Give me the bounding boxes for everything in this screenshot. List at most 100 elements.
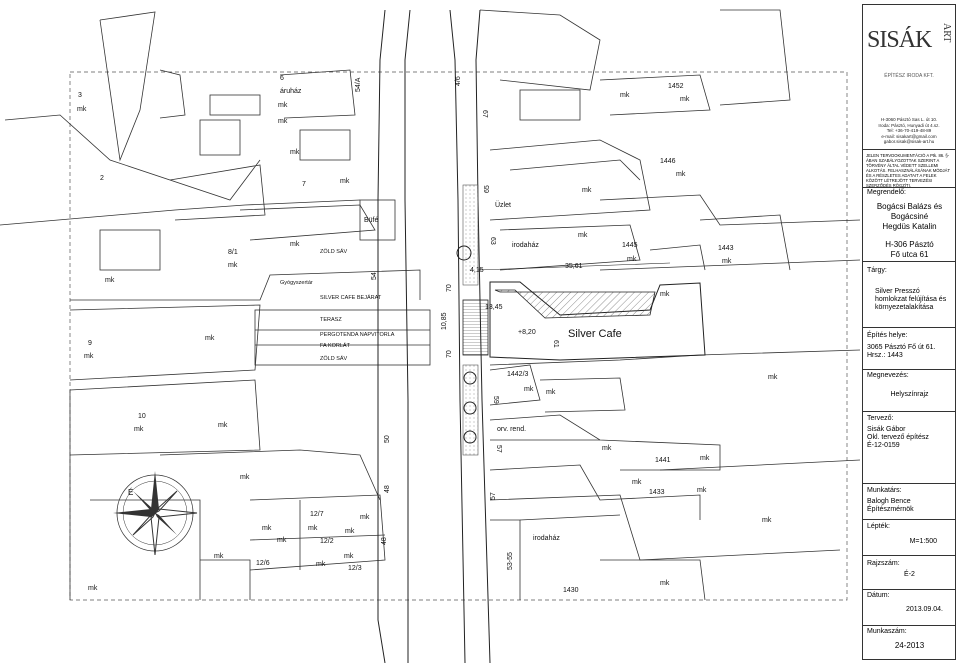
- label-mk: mk: [316, 561, 326, 568]
- label-mk: mk: [290, 241, 300, 248]
- label-65: 65: [484, 185, 491, 193]
- megrendelo-name: Bogácsi Balázs és Bogácsiné Hegdüs Katal…: [867, 202, 952, 232]
- label-mk: mk: [360, 514, 370, 521]
- label-irodahaz: irodaház: [533, 535, 560, 542]
- label-67: 67: [481, 110, 488, 118]
- label-mk: mk: [660, 580, 670, 587]
- label-6: 6: [280, 75, 284, 82]
- label-mk: mk: [105, 277, 115, 284]
- label-1445: 1445: [622, 242, 638, 249]
- label-mk: mk: [620, 92, 630, 99]
- tervezo-line: É-12-0159: [867, 442, 900, 449]
- targy-line: környezetalakítása: [875, 304, 934, 311]
- munkatars-label: Munkatárs:: [867, 487, 902, 494]
- label-bufe: Büfé: [364, 217, 379, 224]
- label-mk: mk: [697, 487, 707, 494]
- targy-text: Silver Presszó homlokzat felújítása és k…: [875, 288, 946, 312]
- label-1430: 1430: [563, 587, 579, 594]
- label-53-55: 53-55: [507, 552, 514, 570]
- label-50: 50: [384, 435, 391, 443]
- megnevezes-text: Helyszínrajz: [890, 391, 929, 398]
- logo-side: ART: [941, 23, 952, 43]
- lepek-section: Lépték: M=1:500: [863, 519, 955, 555]
- label-mk: mk: [340, 178, 350, 185]
- targy-line: homlokzat felújítása és: [875, 296, 947, 303]
- contact-block: H-3060 Pásztó Sas L. út 10. Iroda: Pászt…: [865, 117, 953, 145]
- label-mk: mk: [345, 528, 355, 535]
- megrendelo-address: H-306 Pásztó Fő utca 61: [867, 240, 952, 260]
- label-dim-415: 4,15: [470, 267, 484, 274]
- label-63: 63: [489, 237, 496, 245]
- label-mk: mk: [602, 445, 612, 452]
- rajzszam-label: Rajzszám:: [867, 560, 900, 567]
- munkaszam-value: 24-2013: [894, 641, 925, 650]
- label-terasz: TERASZ: [320, 317, 342, 323]
- label-dim-3561: 35,61: [565, 263, 583, 270]
- label-1441: 1441: [655, 457, 671, 464]
- label-2: 2: [100, 175, 104, 182]
- label-1433: 1433: [649, 489, 665, 496]
- label-59: 59: [492, 396, 499, 404]
- label-7: 7: [302, 181, 306, 188]
- label-54a: 54/A: [355, 77, 362, 92]
- label-mk: mk: [524, 386, 534, 393]
- munkaszam-label: Munkaszám:: [867, 628, 907, 635]
- title-block: SISÁK ART ÉPÍTÉSZ IRODA KFT. H-3060 Pász…: [862, 4, 956, 660]
- label-mk: mk: [240, 474, 250, 481]
- label-mk: mk: [308, 525, 318, 532]
- contact-line: Tel: +36-70-419-48-89: [886, 128, 932, 133]
- logo-sub: ÉPÍTÉSZ IRODA KFT.: [884, 73, 934, 79]
- contact-line: Iroda: Pásztó, Hunyadi út 4.sz.: [878, 122, 940, 128]
- address-line: Fő utca 61: [890, 250, 929, 259]
- munkatars-line: Balogh Bence: [867, 498, 911, 505]
- label-54: 54: [371, 272, 378, 280]
- datum-label: Dátum:: [867, 592, 890, 599]
- label-48: 48: [381, 537, 388, 545]
- megrendelo-section: Megrendelő: Bogácsi Balázs és Bogácsiné …: [863, 187, 955, 261]
- tervezo-line: Okl. tervező építész: [867, 434, 929, 441]
- label-mk: mk: [277, 537, 287, 544]
- label-mk: mk: [134, 426, 144, 433]
- label-4-6: 4/6: [455, 76, 462, 86]
- label-dim-820: +8,20: [518, 329, 536, 336]
- label-fa-korlat: FA KORLÁT: [320, 342, 351, 349]
- label-dim-1085: 10,85: [441, 312, 448, 330]
- label-70: 70: [446, 284, 453, 292]
- label-12-6: 12/6: [256, 560, 270, 567]
- copyright-notice: JELEN TERVDOKUMENTÁCIÓ A Ptk. 86. §-ÁBAN…: [866, 153, 950, 188]
- label-61: 61: [552, 340, 559, 348]
- label-1446: 1446: [660, 158, 676, 165]
- megrendelo-label: Megrendelő:: [867, 189, 906, 196]
- epites-section: Építés helye: 3065 Pásztó Fő út 61. Hrsz…: [863, 327, 955, 369]
- label-mk: mk: [700, 455, 710, 462]
- label-mk: mk: [632, 479, 642, 486]
- megrendelo-line: Bogácsi Balázs és: [876, 202, 943, 211]
- label-1442-3: 1442/3: [507, 371, 529, 378]
- datum-section: Dátum: 2013.09.04.: [863, 589, 955, 625]
- label-mk: mk: [676, 171, 686, 178]
- label-orv-rend: orv. rend.: [497, 426, 526, 433]
- lepek-label: Lépték:: [867, 523, 890, 530]
- logo-main: SISÁK: [867, 27, 932, 53]
- label-70: 70: [446, 350, 453, 358]
- epites-label: Építés helye:: [867, 332, 908, 339]
- munkatars-section: Munkatárs: Balogh Bence Építészmérnök: [863, 483, 955, 519]
- label-mk: mk: [84, 353, 94, 360]
- datum-value: 2013.09.04.: [906, 606, 943, 613]
- label-mk: mk: [582, 187, 592, 194]
- label-zold-sav: ZÖLD SÁV: [320, 355, 348, 362]
- label-1443: 1443: [718, 245, 734, 252]
- munkaszam-section: Munkaszám: 24-2013: [863, 625, 955, 659]
- compass-rose: É: [113, 471, 198, 556]
- label-mk: mk: [214, 553, 224, 560]
- epites-text: 3065 Pásztó Fő út 61. Hrsz.: 1443: [867, 344, 936, 360]
- building-1443: [456, 184, 706, 456]
- label-3: 3: [78, 92, 82, 99]
- label-mk: mk: [722, 258, 732, 265]
- rajzszam-value: É-2: [904, 571, 915, 578]
- company-logo: SISÁK ART ÉPÍTÉSZ IRODA KFT.: [865, 13, 953, 95]
- notice-section: JELEN TERVDOKUMENTÁCIÓ A Ptk. 86. §-ÁBAN…: [863, 149, 955, 188]
- label-pergotenda: PERGOTENDA NAPVITORLA: [320, 332, 395, 338]
- label-12-7: 12/7: [310, 511, 324, 518]
